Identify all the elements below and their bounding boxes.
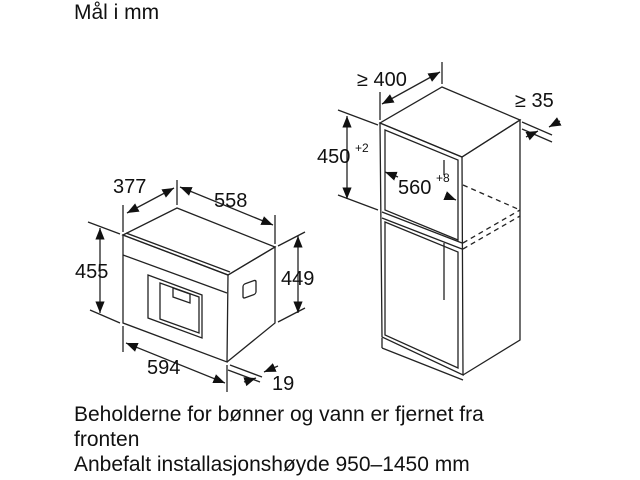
appliance-dimension-lines [87,180,306,392]
dim-449: 449 [281,268,314,290]
dim-455: 455 [75,261,108,283]
cabinet-dimension-lines [337,62,562,211]
dim-19: 19 [272,373,294,395]
note-line-1: Beholderne for bønner og vann er fjernet… [74,403,484,426]
dim-450-tolerance: +2 [355,141,369,155]
dim-377: 377 [113,176,146,198]
dim-560-tolerance: +8 [436,171,450,185]
dim-min-35: ≥ 35 [515,90,554,112]
dim-558: 558 [214,190,247,212]
units-label: Mål i mm [74,1,160,24]
dim-560: 560 [398,177,431,199]
cabinet-drawing [378,86,522,381]
dim-min-400: ≥ 400 [357,69,407,91]
dim-450: 450 [317,146,350,168]
coffee-machine-drawing [121,207,277,363]
note-line-2: fronten [74,428,140,451]
dim-594: 594 [147,357,180,379]
note-line-3: Anbefalt installasjonshøyde 950–1450 mm [74,453,470,476]
